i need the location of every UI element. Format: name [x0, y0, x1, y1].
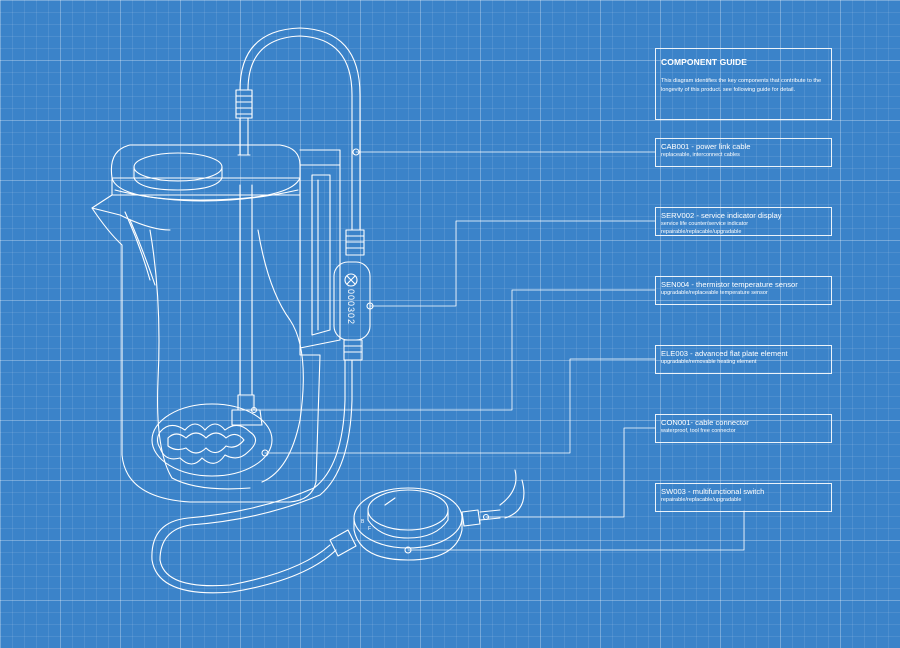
component-guide-text: This diagram identifies the key componen…	[661, 78, 822, 93]
display-readout: 000302	[346, 288, 356, 326]
label-ele003: ELE003 - advanced flat plate element upg…	[655, 345, 832, 374]
multifunctional-switch	[353, 469, 525, 561]
label-sen004: SEN004 - thermistor temperature sensor u…	[655, 276, 832, 305]
kettle-body	[91, 149, 341, 503]
label-subtitle: service life counter/service indicator	[661, 221, 749, 227]
label-subtitle: repairable/replacable/upgradable	[661, 497, 742, 503]
switch-mark-f: F	[368, 526, 372, 532]
label-con001: CON001- cable connector waterproof, tool…	[655, 414, 832, 443]
label-subtitle: replaceable, interconnect cables	[661, 152, 740, 158]
label-title: SW003 - multifunctional switch	[661, 487, 765, 496]
label-title: CON001- cable connector	[661, 418, 749, 427]
label-serv002: SERV002 - service indicator display serv…	[655, 207, 832, 236]
leader-lines	[253, 151, 745, 551]
power-link-cable	[235, 27, 365, 256]
label-cab001: CAB001 - power link cable replaceable, i…	[655, 138, 832, 167]
label-subtitle: upgradable/removable heating element	[661, 359, 757, 365]
kettle-lid	[110, 144, 301, 202]
label-title: CAB001 - power link cable	[661, 142, 751, 151]
label-title: SERV002 - service indicator display	[661, 211, 782, 220]
label-title: SEN004 - thermistor temperature sensor	[661, 280, 798, 289]
heating-element-plate	[151, 403, 273, 477]
label-sw003: SW003 - multifunctional switch repairabl…	[655, 483, 832, 512]
switch-mark-b: B	[361, 519, 365, 525]
service-indicator-display	[333, 261, 374, 361]
label-subtitle: repairable/replacable/upgradable	[661, 228, 742, 235]
label-title: ELE003 - advanced flat plate element	[661, 349, 788, 358]
component-guide-panel: COMPONENT GUIDE This diagram identifies …	[655, 48, 832, 120]
label-subtitle: waterproof, tool free connector	[661, 428, 736, 434]
label-subtitle: upgradable/replaceable temperature senso…	[661, 290, 768, 296]
component-guide-title: COMPONENT GUIDE	[661, 57, 748, 67]
inner-tube	[231, 184, 263, 426]
connector-cable	[151, 359, 357, 594]
